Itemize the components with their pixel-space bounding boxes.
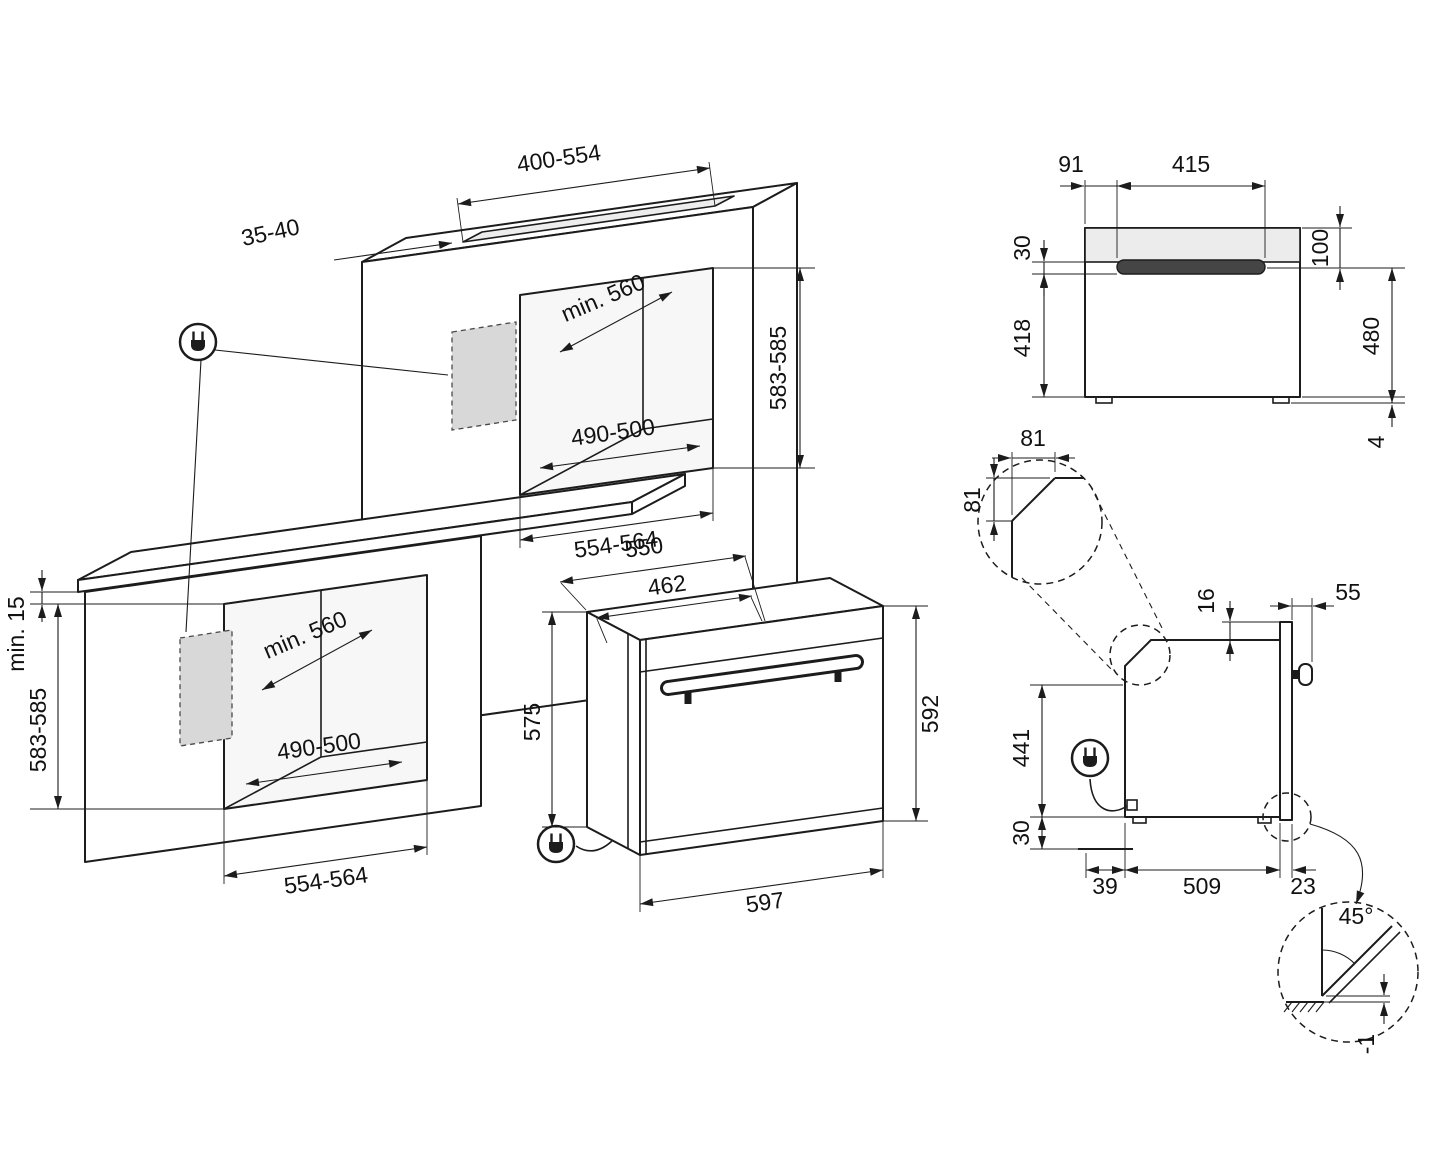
door-bottom-detail: 45° -1 [1277, 901, 1419, 1054]
oven-handle [660, 654, 864, 704]
dim-front-handle-offset: 91 [1058, 151, 1141, 190]
dim-label: 575 [519, 703, 545, 741]
dim-label: 23 [1290, 873, 1316, 899]
mains-connection-left [178, 322, 449, 633]
dim-label: 554-564 [282, 861, 369, 899]
front-view-foot-right [1272, 396, 1290, 404]
dim-label: 100 [1307, 229, 1333, 267]
dim-label: 91 [1058, 151, 1084, 177]
detail-leader-arrow [1309, 823, 1365, 905]
dim-front-handle-overlap: 30 [1009, 235, 1048, 296]
dim-front-feet-height: 4 [1363, 405, 1396, 448]
dim-oven-depth-total: 550 [559, 532, 766, 622]
oven-left-face [586, 611, 641, 856]
dim-oven-width: 597 [639, 821, 884, 918]
dim-base-opening-height: 583-585 [25, 604, 224, 810]
dim-side-front-protrusion: 55 [1270, 579, 1361, 662]
oven-side-view: 81 81 16 55 441 30 [959, 425, 1419, 1054]
dim-label: 30 [1009, 235, 1035, 261]
dim-label: 35-40 [239, 213, 302, 251]
chamfer-corner-lines [1011, 477, 1084, 577]
dim-label: min. 15 [3, 596, 29, 671]
power-plug-icon [178, 322, 218, 362]
dim-label: 55 [1335, 579, 1361, 605]
base-socket-area [179, 629, 233, 747]
dim-oven-height-front: 592 [883, 605, 943, 822]
dim-label: 592 [917, 695, 943, 733]
power-plug-icon [536, 824, 576, 864]
door-edge-inner-line [1328, 931, 1401, 1004]
dim-front-door-height: 418 [1009, 274, 1048, 397]
dim-oven-height-body: 575 [519, 611, 587, 828]
dim-front-top-to-handle: 100 [1307, 206, 1344, 290]
side-view-handle-bracket [1292, 670, 1299, 679]
front-view-fascia [1084, 227, 1301, 263]
dim-label: 583-585 [765, 326, 791, 410]
dim-oven-depth-inner: 462 [595, 570, 763, 644]
dim-label: 16 [1193, 588, 1219, 614]
dim-side-socket-height: 441 [1008, 684, 1125, 818]
dim-label: 441 [1008, 729, 1034, 767]
dim-label: 597 [744, 887, 786, 918]
side-view-power-cord [1089, 778, 1128, 812]
oven-front-view: 91 415 100 480 4 30 418 [1009, 151, 1405, 448]
dim-label: 550 [623, 532, 665, 563]
detail-connector-lines [1021, 484, 1164, 673]
dim-label: 39 [1092, 873, 1118, 899]
side-view-handle [1298, 663, 1313, 686]
dim-label: 509 [1183, 873, 1221, 899]
dim-label: 81 [1020, 425, 1046, 451]
angle-label: 45° [1339, 903, 1374, 929]
countertop-right-edge [631, 473, 686, 515]
dim-base-top-gap: min. 15 [3, 570, 224, 672]
dim-label: -1 [1353, 1034, 1379, 1054]
dim-front-handle-width: 415 [1117, 151, 1265, 190]
dim-label: 415 [1172, 151, 1210, 177]
side-view-door [1279, 621, 1293, 821]
chamfer-detail-ring-large [977, 459, 1103, 585]
door-bottom-detail-ring-large [1277, 901, 1419, 1043]
dim-side-bottom-gap: 30 [1008, 817, 1078, 850]
dim-label: 480 [1358, 317, 1384, 355]
door-bottom-detail-ring [1262, 792, 1312, 842]
side-view-terminal-box [1126, 799, 1138, 811]
side-view-body [1124, 639, 1281, 818]
dim-label: 400-554 [515, 139, 603, 177]
front-view-ext-lines [1032, 180, 1405, 404]
side-view-foot-back [1132, 816, 1147, 824]
dim-column-opening-height: 583-585 [713, 267, 815, 469]
floor-hatching [1283, 1001, 1325, 1013]
dim-label: 4 [1363, 435, 1389, 448]
dim-label: 30 [1008, 820, 1034, 846]
column-socket-area [451, 321, 517, 431]
dim-label: 583-585 [25, 688, 51, 772]
chamfer-detail-ring-small [1109, 624, 1171, 686]
chamfer-detail: 81 81 [959, 425, 1103, 585]
front-view-handle [1116, 259, 1266, 275]
oven-door-lines [627, 634, 884, 854]
dim-label: 462 [646, 570, 688, 601]
oven-isometric: 575 592 597 550 462 [519, 532, 943, 918]
plug-leader-lines [185, 349, 449, 633]
column-vent-cutout [462, 195, 735, 243]
dim-label: 418 [1009, 319, 1035, 357]
angle-arc [1321, 949, 1356, 965]
power-plug-icon [1070, 738, 1110, 778]
dim-side-bottom-row: 39 509 23 [1085, 823, 1316, 899]
dim-label: 81 [959, 487, 985, 513]
side-view-foot-front [1257, 816, 1272, 824]
front-view-foot-left [1095, 396, 1113, 404]
dim-front-total-height: 480 [1358, 268, 1396, 403]
base-niche-opening [223, 574, 428, 810]
door-edge-lines [1286, 908, 1393, 1003]
oven-power-cord [575, 840, 613, 852]
dim-side-top-inset: 16 [1193, 588, 1292, 661]
